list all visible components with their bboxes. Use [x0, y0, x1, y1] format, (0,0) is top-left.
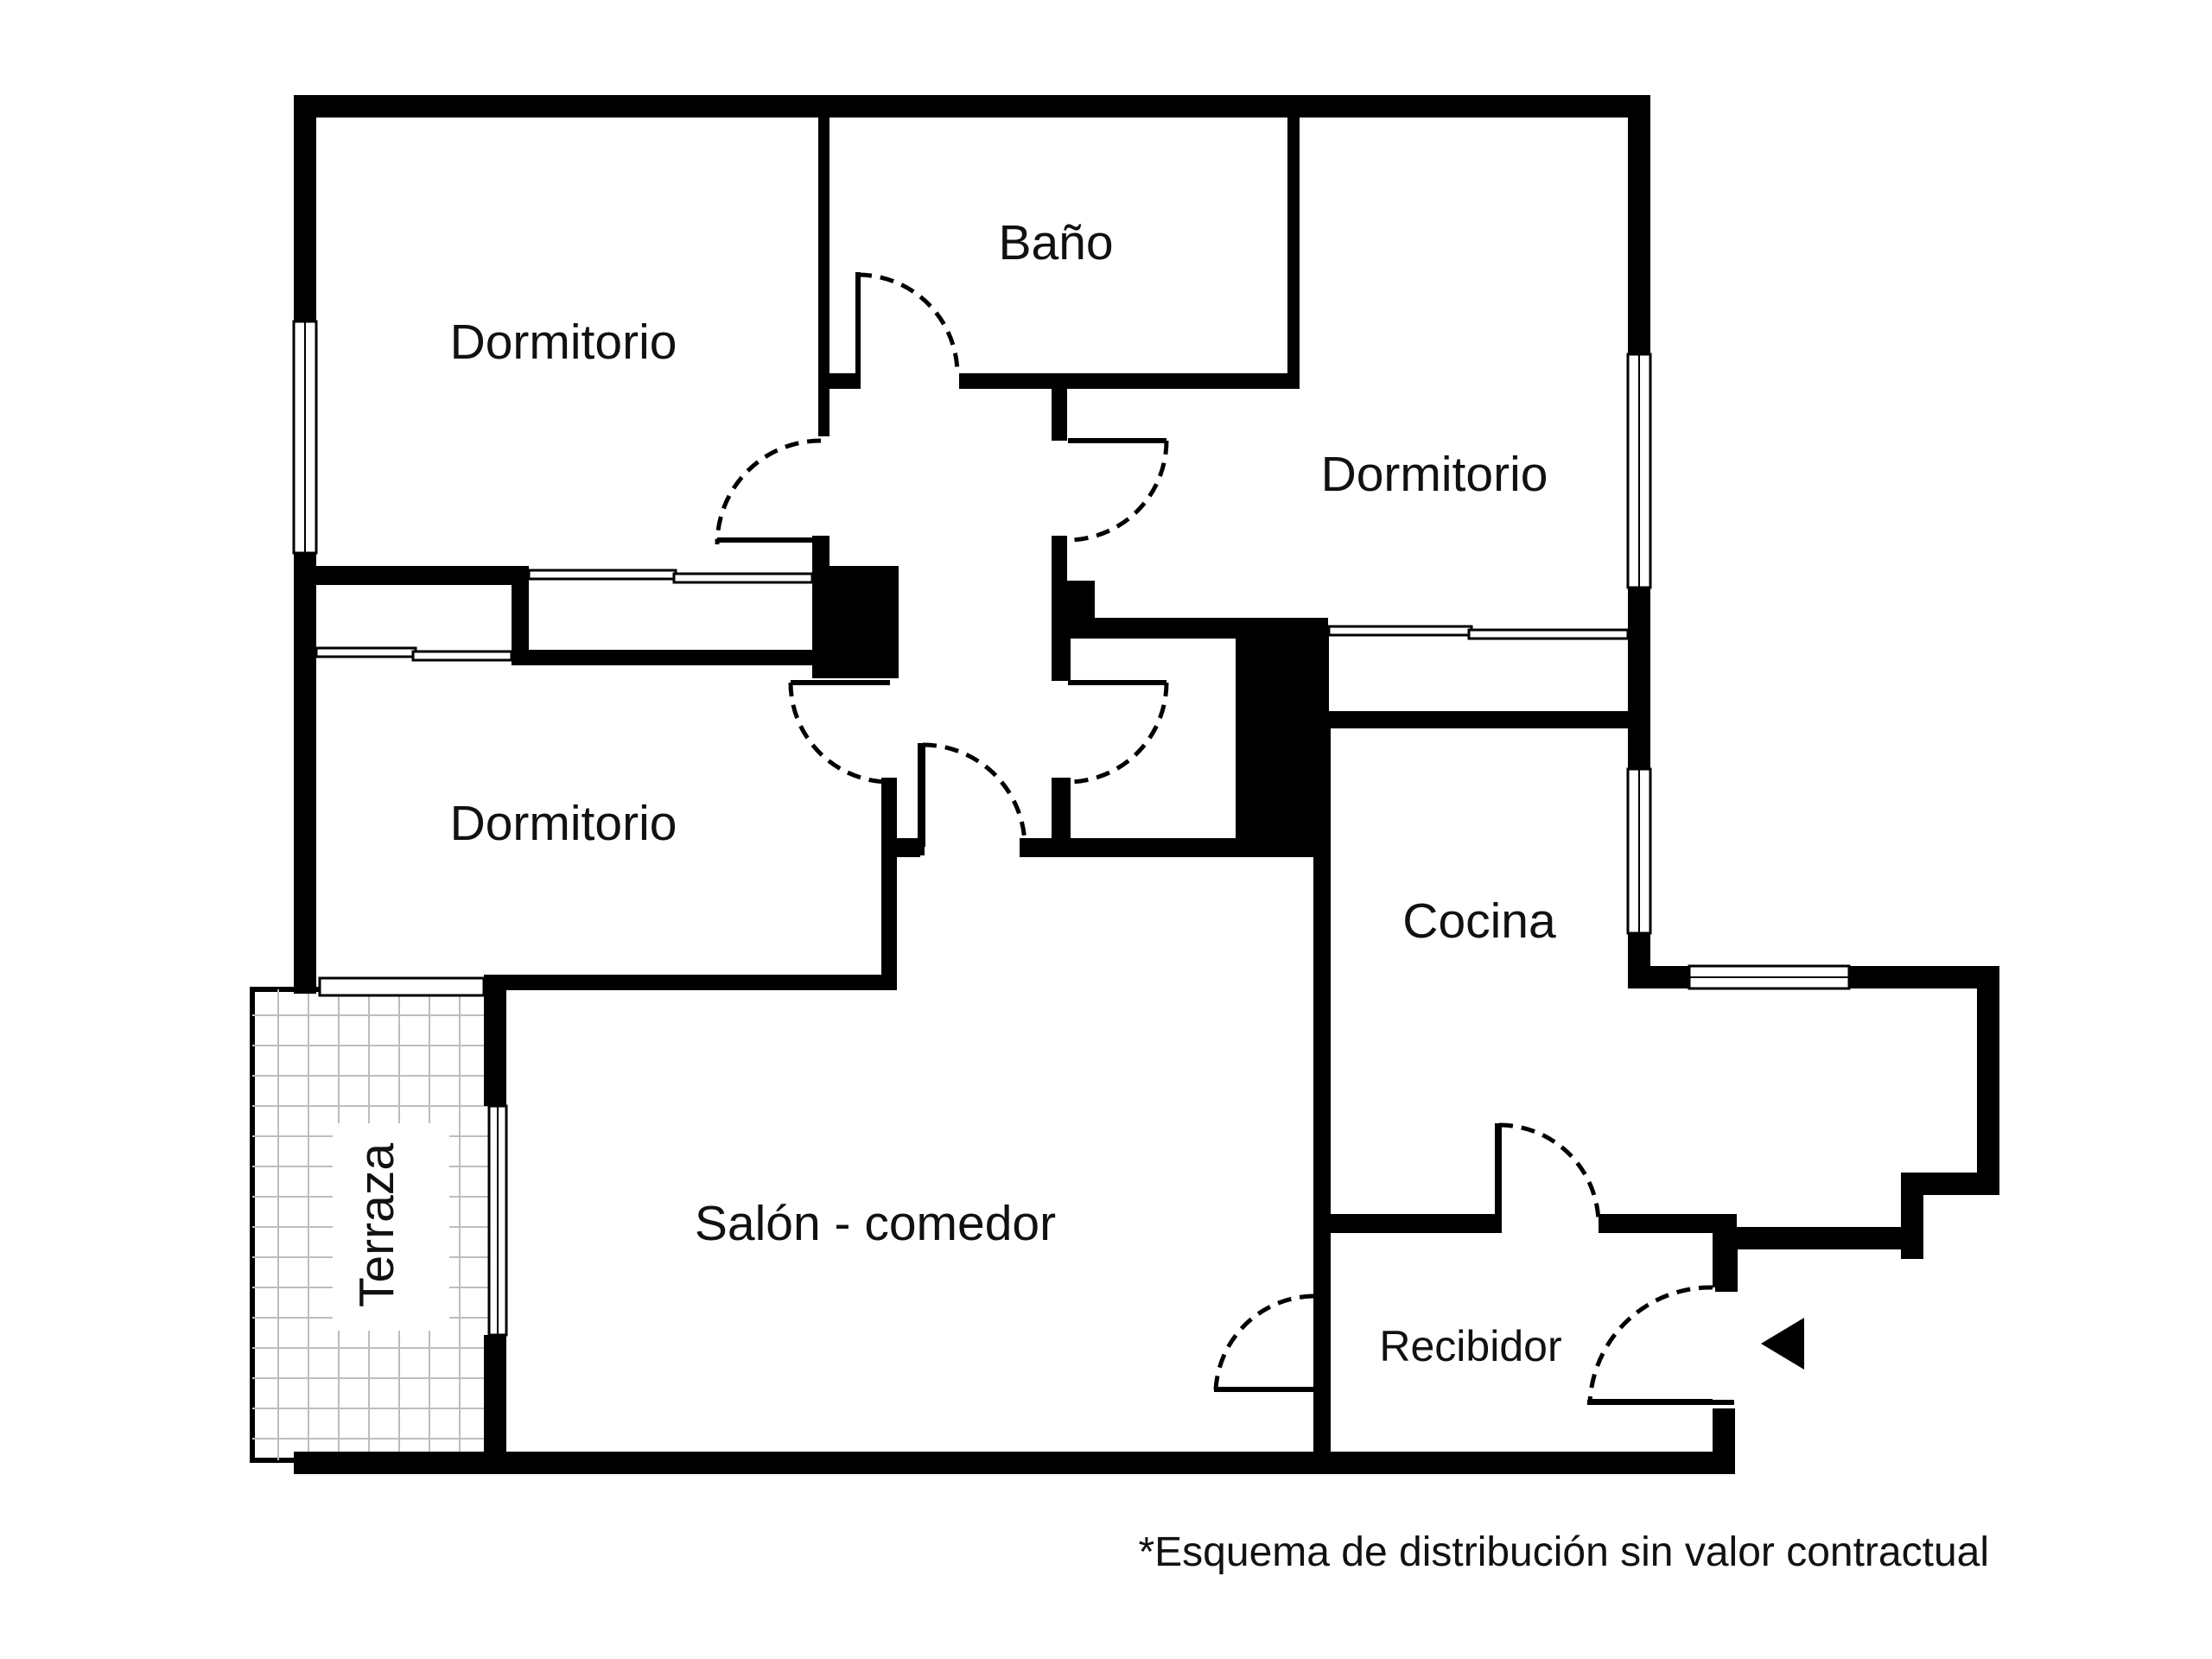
- disclaimer-text: *Esquema de distribución sin valor contr…: [1138, 1529, 1989, 1575]
- room-label-dormitorio-left: Dormitorio: [450, 796, 677, 851]
- room-label-cocina: Cocina: [1402, 893, 1556, 949]
- wardrobe-sliding-door-2: [672, 572, 814, 584]
- door-swing-recibidor-left: [1213, 1294, 1314, 1390]
- door-swing-bedroom-1: [715, 438, 822, 545]
- window-terrace-top: [318, 976, 486, 997]
- terrace-area: [250, 987, 505, 1463]
- room-label-terraza: Terraza: [349, 1143, 404, 1307]
- door-swing-salon: [922, 742, 1027, 848]
- walls: [294, 95, 1999, 1474]
- wardrobe-sliding-door-3: [315, 646, 417, 658]
- room-label-recibidor: Recibidor: [1379, 1322, 1561, 1370]
- door-swing-kitchen: [1498, 1122, 1601, 1224]
- wardrobe-sliding-door-6: [1467, 628, 1630, 640]
- doors: [715, 272, 1713, 1404]
- room-label-dormitorio-top-left: Dormitorio: [450, 315, 677, 370]
- door-swing-bathroom: [857, 272, 960, 375]
- door-swing-entrance: [1587, 1285, 1713, 1402]
- windows: [292, 320, 1851, 1337]
- door-swing-closet: [1067, 682, 1169, 785]
- door-swing-bedroom-2: [1067, 440, 1169, 543]
- door-swing-bedroom-3: [788, 682, 891, 785]
- wardrobe-sliding-door-1: [527, 569, 677, 581]
- wardrobe-sliding-door-4: [411, 650, 513, 662]
- room-label-bano: Baño: [998, 215, 1113, 270]
- entrance-arrow-icon: [1761, 1318, 1804, 1370]
- room-label-dormitorio-right: Dormitorio: [1321, 447, 1548, 502]
- wardrobe-sliding-door-5: [1327, 625, 1473, 637]
- room-label-salon: Salón - comedor: [695, 1196, 1056, 1251]
